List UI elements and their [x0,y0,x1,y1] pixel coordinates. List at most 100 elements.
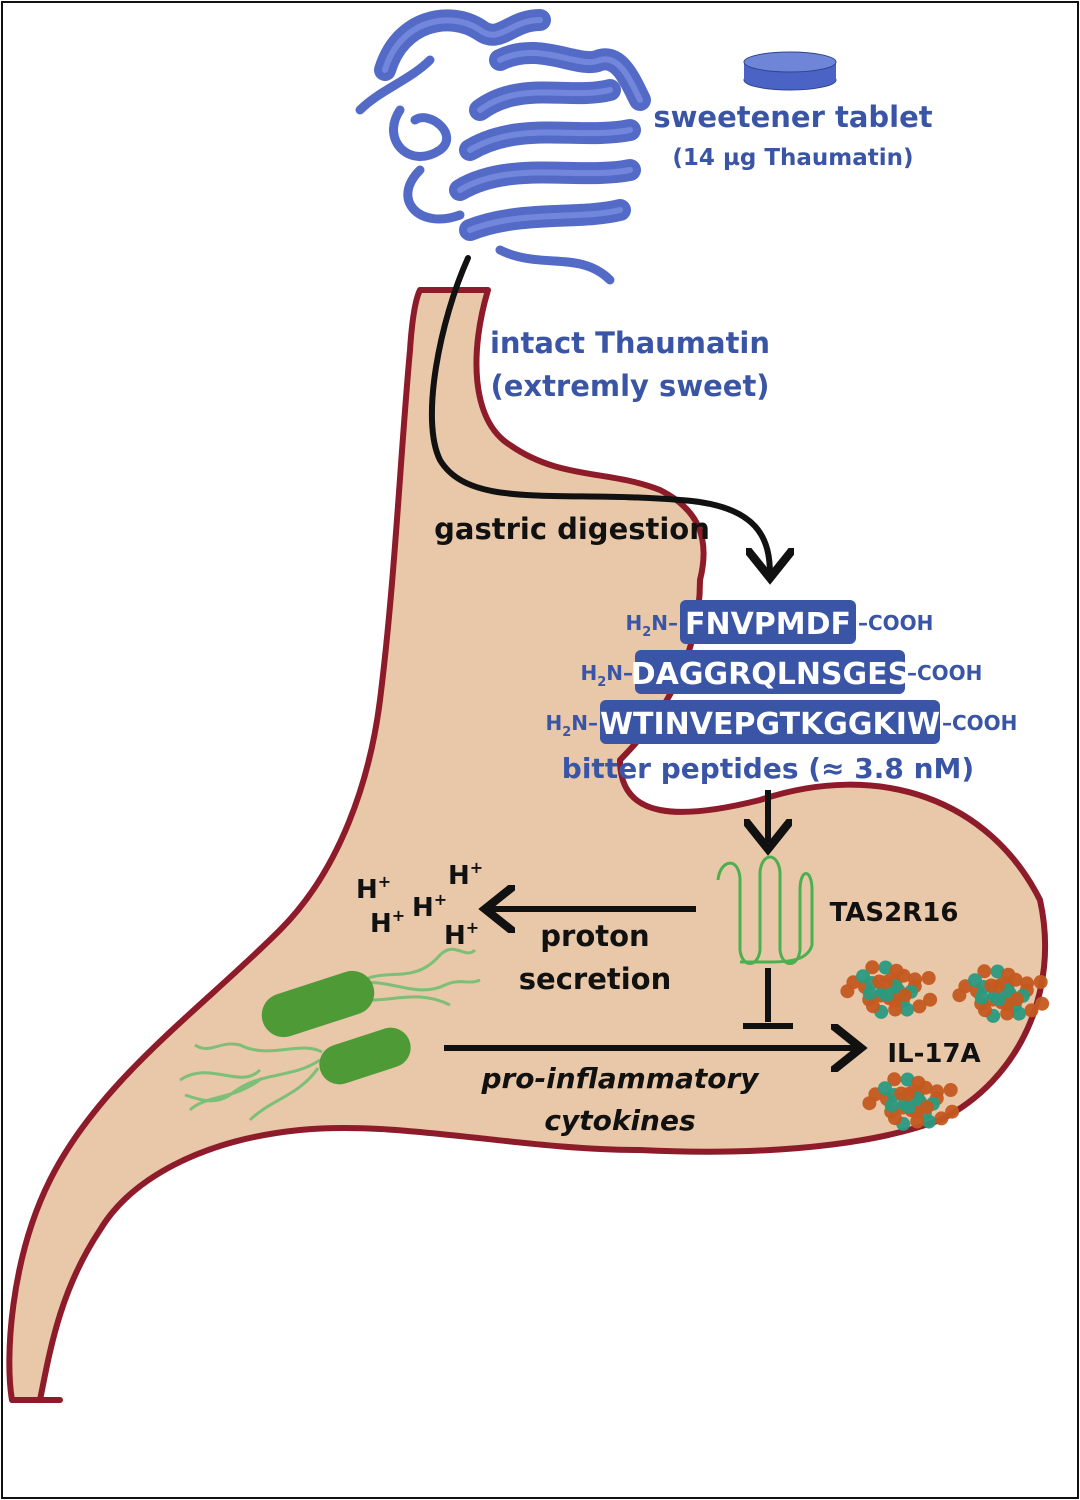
tablet-subtitle: (14 µg Thaumatin) [672,145,913,171]
cytokine-atom [945,1104,960,1119]
flagellum [248,1067,320,1122]
peptide-n-terminus: H2N– [580,661,633,690]
cytokine-atom [878,1081,892,1096]
proton-symbol: H+ [356,872,391,905]
flagellum [184,1058,321,1103]
peptide-box [600,700,940,744]
peptide-sequence: FNVPMDF [685,607,851,642]
cytokine-atom [900,1072,915,1087]
flagellum [194,1042,323,1054]
cytokine-protein-icon [840,960,938,1019]
cytokine-atom [878,960,893,975]
peptide-box [635,650,905,694]
proton-symbol: H+ [412,890,447,923]
cytokine-atom [921,971,936,985]
peptide-c-terminus: –COOH [907,661,982,685]
protein-ribbon-highlight [477,87,613,113]
proton-symbol: H+ [444,918,479,951]
protein-ribbon [495,245,615,285]
cytokine-atom [862,986,877,1001]
cytokine-atom [934,1111,949,1126]
proton-label-line2: secretion [519,962,671,996]
intact-label-line1: intact Thaumatin [490,326,770,360]
cytokine-atom [1033,975,1048,989]
cytokine-atom [991,992,1006,1006]
protein-ribbon-highlight [467,207,623,233]
cytokine-atom [910,1114,925,1129]
cytokine-atom [884,1098,899,1113]
cytokine-atom [968,973,982,988]
proton-label-line1: proton [540,919,649,953]
cytokine-atom [1009,992,1024,1007]
protein-ribbon-highlight [467,127,633,153]
proinflammatory-label-line1: pro-inflammatory [480,1062,760,1095]
cytokine-atom [990,979,1005,994]
proton-group: H+H+H+H+H+ [356,858,483,951]
cytokine-atom [1012,1006,1026,1021]
peptide-box [680,600,856,644]
peptide-sequence: WTINVEPGTKGGKIW [600,707,940,742]
protein-ribbon [389,105,452,161]
cytokine-atom [896,968,911,983]
peptide-n-terminus: H2N– [545,711,598,740]
cytokine-atom [943,1083,958,1097]
cytokine-atom [922,1114,936,1129]
bacteria-icon [179,947,481,1122]
tablet-title: sweetener tablet [653,100,932,134]
protein-ribbon [403,165,465,224]
gpcr-receptor-icon [716,855,814,965]
digestion-path [428,255,770,575]
proton-symbol: H+ [448,858,483,891]
protein-ribbon [355,55,435,115]
cytokine-atom [1008,972,1023,987]
receptor-label: TAS2R16 [830,898,959,928]
flagellum [354,978,481,992]
protein-ribbon-highlight [457,167,633,193]
cytokine-group [840,960,1050,1131]
gastric-digestion-label: gastric digestion [434,512,710,546]
intact-label-line2: (extremly sweet) [490,369,769,403]
peptide-c-terminus: –COOH [858,611,933,635]
peptide-list: FNVPMDFH2N––COOHDAGGRQLNSGESH2N––COOHWTI… [545,600,1017,744]
proton-symbol: H+ [370,906,405,939]
cytokine-protein-icon [952,964,1050,1023]
cytokine-atom [919,1100,934,1115]
stomach-shape [6,287,1049,1403]
bacterium-body [261,970,375,1038]
peptide-sequence: DAGGRQLNSGES [631,657,910,692]
cytokine-atom [897,988,912,1003]
inhibition-symbol [743,968,793,1029]
cytokine-atom [918,1080,933,1095]
cytokine-atom [865,960,880,975]
bitter-peptides-label: bitter peptides (≈ 3.8 nM) [562,752,974,785]
cytokine-atom [878,975,893,990]
thaumatin-protein-icon [355,9,651,285]
protein-ribbon-highlight [382,17,543,73]
cytokine-atom [974,990,989,1005]
cytokine-atom [901,1100,916,1114]
cytokine-atom [977,964,992,979]
peptide-n-terminus: H2N– [625,611,678,640]
proinflammatory-label-line2: cytokines [544,1104,695,1137]
cytokine-atom [900,1087,915,1102]
cytokine-atom [879,988,894,1002]
cytokine-atom [900,1002,914,1017]
cytokine-atom [1024,1003,1039,1018]
cytokine-protein-icon [862,1072,960,1131]
tablet-icon [743,51,837,91]
cytokine-atom [887,1072,902,1087]
cytokine-atom [888,1002,903,1017]
cytokine-atom [856,969,870,984]
flagellum [188,1076,263,1112]
il17a-label: IL-17A [887,1039,980,1069]
flagellum [348,947,477,992]
cytokine-atom [912,999,927,1014]
protein-ribbon-highlight [497,49,643,103]
cytokine-atom [990,964,1005,979]
cytokine-atom [923,992,938,1007]
